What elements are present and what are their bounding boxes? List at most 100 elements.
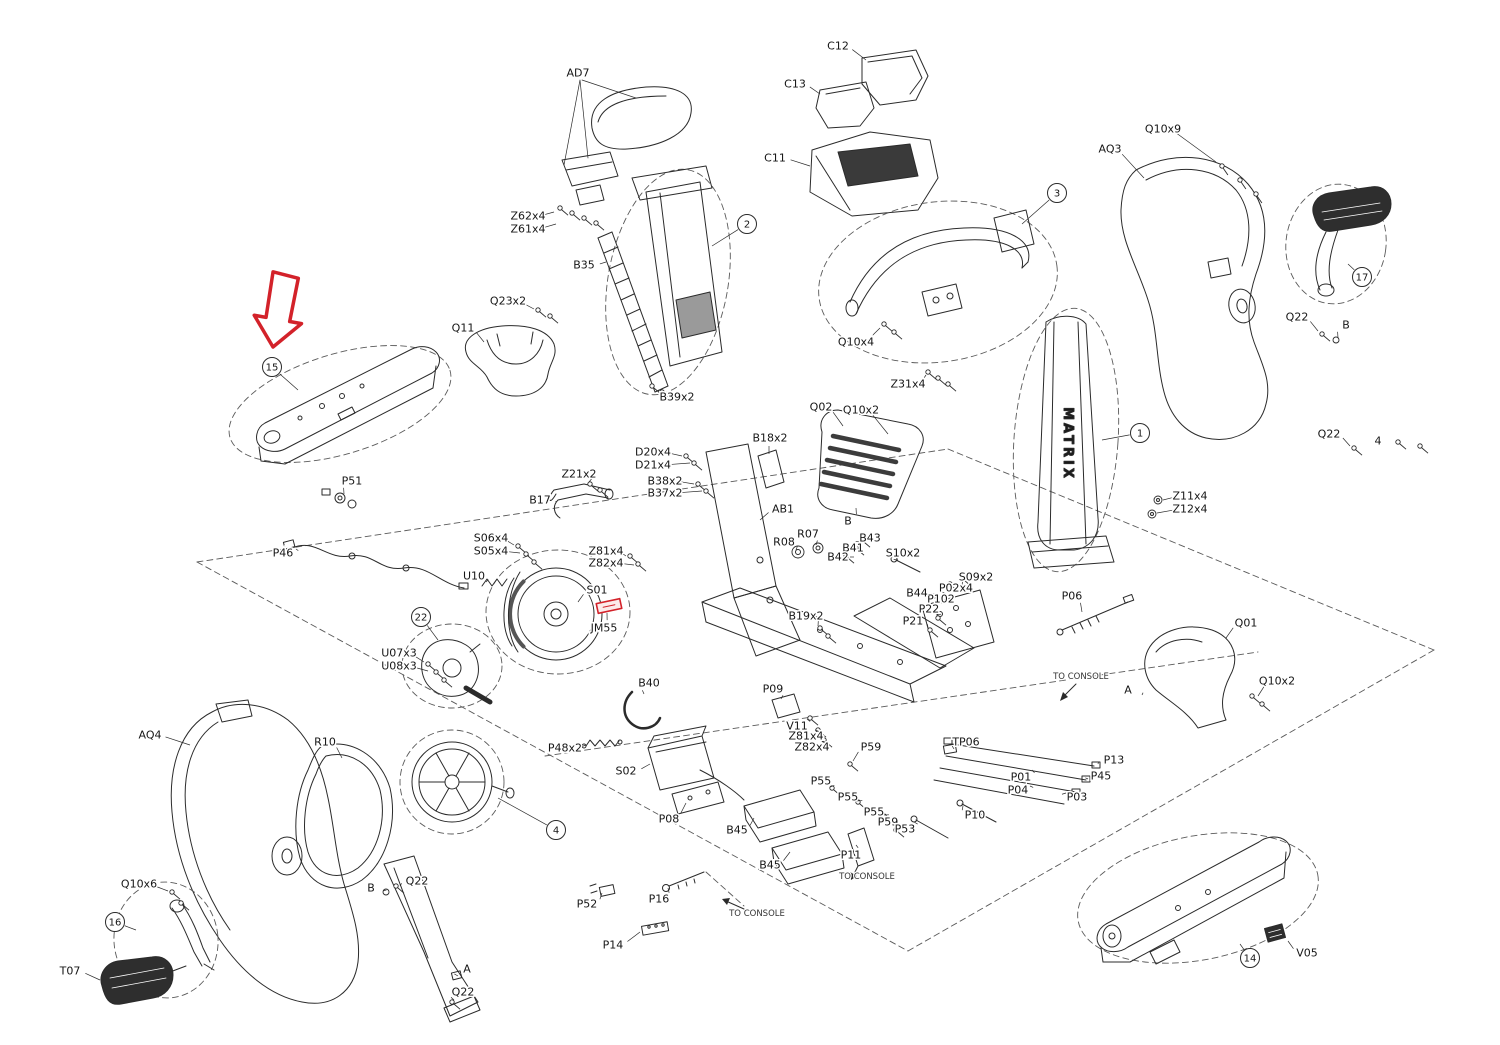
drive-belt-drawing [295, 743, 393, 889]
part-label-4-30: 4 [1375, 435, 1382, 448]
screw-icon [927, 627, 939, 638]
screw-icon [1253, 191, 1263, 204]
callout-num-22: 22 [415, 612, 428, 623]
callout-1 [1130, 423, 1150, 443]
part-label-p03-70: P03 [1067, 791, 1088, 804]
small-cover-q11-drawing [464, 325, 556, 397]
part-label-r08-31: R08 [773, 536, 795, 549]
part-label-z21x2-21: Z21x2 [561, 468, 596, 481]
part-label-z81x4-40: Z81x4 [588, 545, 623, 558]
part-label-q10x9-5: Q10x9 [1145, 123, 1181, 136]
part-label-p59-74: P59 [878, 816, 899, 829]
part-label-z82x4-41: Z82x4 [588, 557, 623, 570]
part-label-b18x2-16: B18x2 [752, 432, 787, 445]
screw-icon [947, 581, 959, 592]
screw-icon [515, 543, 527, 554]
callout-22 [411, 607, 431, 627]
highlighted-part-jm55 [595, 597, 623, 615]
part-label-z12x4-26: Z12x4 [1172, 503, 1207, 516]
part-label-b37x2-20: B37x2 [647, 487, 682, 500]
screw-icon [1259, 701, 1271, 712]
screw-icon [441, 677, 453, 688]
screw-icon [1237, 177, 1247, 190]
part-label-b45-83: B45 [759, 859, 781, 872]
handlebar-assembly-drawing [818, 200, 1058, 364]
screw-icon [931, 593, 943, 604]
screw-icon [925, 369, 937, 380]
part-label-ab1-23: AB1 [772, 503, 794, 516]
part-label-c12-1: C12 [827, 40, 849, 53]
part-label-s02-80: S02 [616, 765, 637, 778]
part-label-q11-10: Q11 [452, 322, 475, 335]
cables-drawing [282, 483, 1135, 805]
part-label-z82x4-63: Z82x4 [794, 741, 829, 754]
note-to-console-60: TO CONSOLE [1052, 672, 1109, 682]
callout-15 [262, 357, 282, 377]
part-label-q22-89: Q22 [452, 986, 475, 999]
screw-icon [691, 460, 703, 471]
part-label-p22-49: P22 [919, 603, 940, 616]
screw-icon [815, 727, 827, 738]
screw-icon [891, 329, 903, 340]
part-label-b40-58: B40 [638, 677, 660, 690]
screw-icon [935, 615, 947, 626]
part-label-p55-71: P55 [811, 775, 832, 788]
part-label-t07-88: T07 [59, 965, 81, 978]
part-label-q23x2-9: Q23x2 [490, 295, 526, 308]
part-label-b17-22: B17 [529, 494, 551, 507]
part-label-p59-65: P59 [861, 741, 882, 754]
callout-17 [1352, 267, 1372, 287]
screw-icon [703, 488, 715, 499]
matrix-post-drawing: MATRIX [1012, 307, 1120, 573]
screw-icon [945, 381, 957, 392]
part-label-p09-59: P09 [763, 683, 784, 696]
screw-icon [807, 715, 819, 726]
screw-icon [178, 900, 190, 911]
rear-stabilizer-drawing [1077, 832, 1319, 965]
screw-icon [1351, 445, 1363, 456]
part-label-b45-82: B45 [726, 824, 748, 837]
screw-icon [593, 220, 605, 231]
part-label-b39x2-13: B39x2 [659, 391, 694, 404]
part-label-p13-66: P13 [1104, 754, 1125, 767]
callout-num-15: 15 [266, 362, 279, 373]
swingarm-drawing [383, 855, 481, 1023]
screw-icon [1219, 163, 1229, 176]
part-label-p21-50: P21 [903, 615, 924, 628]
part-label-v11-61: V11 [786, 720, 808, 733]
seat-assembly-drawing [561, 79, 692, 206]
right-shroud-drawing [1120, 156, 1269, 440]
callout-14 [1240, 948, 1260, 968]
part-label-z31x4-12: Z31x4 [890, 378, 925, 391]
part-label-b41-33: B41 [842, 542, 864, 555]
part-label-p06-52: P06 [1062, 590, 1083, 603]
callout-num-14: 14 [1244, 953, 1257, 964]
part-label-z62x4-6: Z62x4 [510, 210, 545, 223]
screw-icon [1319, 331, 1331, 342]
screw-icon [547, 313, 559, 324]
part-label-p48x2-79: P48x2 [548, 742, 582, 755]
screw-icon [535, 307, 547, 318]
part-labels: AD7C12C13C11AQ3Q10x9Z62x4Z61x4B35Q23x2Q1… [57, 38, 1383, 1000]
screw-icon [635, 561, 647, 572]
part-label-b35-8: B35 [573, 259, 595, 272]
screw-icon [843, 553, 855, 564]
callout-num-17: 17 [1356, 272, 1369, 283]
part-label-q22-86: Q22 [406, 875, 429, 888]
part-label-q10x6-85: Q10x6 [121, 878, 157, 891]
part-label-p16-92: P16 [649, 893, 670, 906]
screw-icon [587, 481, 599, 492]
screw-icon [557, 205, 569, 216]
part-label-p11-84: P11 [841, 849, 862, 862]
cover-q01-drawing [1144, 626, 1236, 729]
callout-3 [1047, 183, 1067, 203]
part-label-b42-35: B42 [827, 551, 849, 564]
callout-num-16: 16 [109, 917, 122, 928]
screw-icon [1395, 439, 1407, 450]
crank-pedal-drawing [100, 881, 219, 1005]
part-label-b44-48: B44 [906, 587, 928, 600]
part-label-q02-14: Q02 [810, 401, 833, 414]
part-label-tp06-64: TP06 [951, 736, 979, 749]
note-to-console-94: TO CONSOLE [728, 909, 785, 919]
